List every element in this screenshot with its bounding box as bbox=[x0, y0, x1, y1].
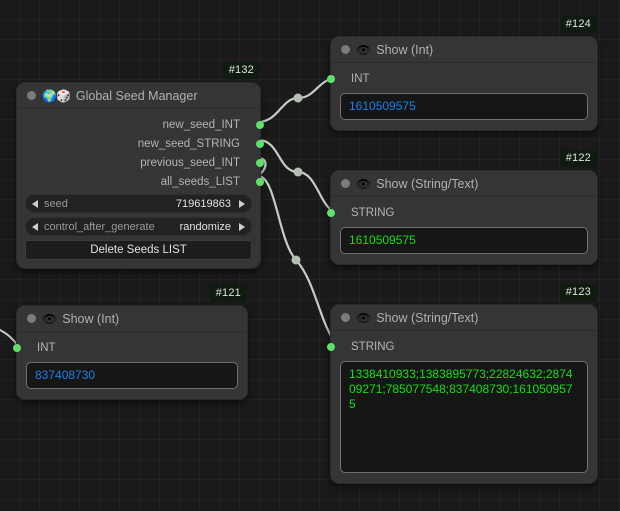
widget-seed[interactable]: seed 719619863 bbox=[25, 194, 252, 213]
node-id-badge: #123 bbox=[559, 284, 597, 301]
wire-midpoint-dot bbox=[293, 167, 303, 177]
node-title: Show (Int) bbox=[62, 311, 120, 326]
wire-new-seed-int bbox=[256, 76, 340, 124]
arrow-left-icon[interactable] bbox=[32, 199, 38, 208]
collapse-toggle-icon[interactable] bbox=[341, 313, 350, 322]
node-id-badge: #122 bbox=[559, 150, 597, 167]
node-show-string-122[interactable]: #122 👁 Show (String/Text) STRING 1610509… bbox=[327, 150, 598, 265]
node-show-string-123[interactable]: #123 👁 Show (String/Text) STRING 1338410… bbox=[327, 284, 598, 484]
wire-new-seed-string bbox=[256, 138, 340, 214]
port-label: all_seeds_LIST bbox=[160, 175, 240, 188]
globe-dice-icon: 🌍🎲 bbox=[42, 88, 71, 103]
node-body: new_seed_INT new_seed_STRING previous_se… bbox=[17, 109, 264, 268]
arrow-right-icon[interactable] bbox=[239, 199, 245, 208]
arrow-right-icon[interactable] bbox=[239, 222, 245, 231]
widget-label: control_after_generate bbox=[44, 220, 155, 233]
output-port-new-seed-int[interactable]: new_seed_INT bbox=[17, 115, 264, 134]
input-port-string[interactable]: STRING bbox=[327, 337, 597, 356]
port-dot-icon[interactable] bbox=[256, 139, 264, 148]
port-label: INT bbox=[351, 72, 370, 85]
port-label: new_seed_INT bbox=[162, 118, 240, 131]
collapse-toggle-icon[interactable] bbox=[341, 179, 350, 188]
value-display[interactable]: 1338410933;1383895773;22824632;287409271… bbox=[340, 361, 588, 473]
input-port-string[interactable]: STRING bbox=[327, 203, 597, 222]
input-port-int[interactable]: INT bbox=[327, 69, 597, 88]
node-header[interactable]: 👁 Show (Int) bbox=[17, 306, 247, 332]
wire-midpoint-dot bbox=[293, 93, 303, 103]
arrow-left-icon[interactable] bbox=[32, 222, 38, 231]
port-label: STRING bbox=[351, 340, 395, 353]
widget-control-after-generate[interactable]: control_after_generate randomize bbox=[25, 217, 252, 236]
value-display[interactable]: 837408730 bbox=[26, 362, 238, 389]
widget-value[interactable]: randomize bbox=[179, 220, 231, 233]
node-show-int-124[interactable]: #124 👁 Show (Int) INT 1610509575 bbox=[327, 16, 598, 131]
port-dot-icon[interactable] bbox=[327, 208, 335, 217]
input-port-int[interactable]: INT bbox=[13, 338, 247, 357]
port-dot-icon[interactable] bbox=[327, 74, 335, 83]
collapse-toggle-icon[interactable] bbox=[27, 91, 36, 100]
output-port-new-seed-string[interactable]: new_seed_STRING bbox=[17, 134, 264, 153]
eye-icon: 👁 bbox=[42, 311, 57, 326]
node-header[interactable]: 🌍🎲 Global Seed Manager bbox=[17, 83, 260, 109]
port-label: new_seed_STRING bbox=[137, 137, 240, 150]
node-id-badge: #121 bbox=[209, 285, 247, 302]
port-dot-icon[interactable] bbox=[13, 343, 21, 352]
node-id-badge: #132 bbox=[222, 62, 260, 79]
node-header[interactable]: 👁 Show (Int) bbox=[331, 37, 597, 63]
node-body: STRING 1610509575 bbox=[327, 197, 597, 264]
port-dot-icon[interactable] bbox=[256, 120, 264, 129]
port-dot-icon[interactable] bbox=[256, 177, 264, 186]
node-id-badge: #124 bbox=[559, 16, 597, 33]
node-header[interactable]: 👁 Show (String/Text) bbox=[331, 171, 597, 197]
output-port-all-seeds-list[interactable]: all_seeds_LIST bbox=[17, 172, 264, 191]
widget-value[interactable]: 719619863 bbox=[175, 197, 231, 210]
eye-icon: 👁 bbox=[356, 42, 371, 57]
node-header[interactable]: 👁 Show (String/Text) bbox=[331, 305, 597, 331]
eye-icon: 👁 bbox=[356, 176, 371, 191]
eye-icon: 👁 bbox=[356, 310, 371, 325]
port-dot-icon[interactable] bbox=[256, 158, 264, 167]
widget-label: seed bbox=[44, 197, 68, 210]
collapse-toggle-icon[interactable] bbox=[341, 45, 350, 54]
node-title: Global Seed Manager bbox=[75, 88, 198, 103]
node-title: Show (Int) bbox=[376, 42, 434, 57]
delete-seeds-list-button[interactable]: Delete Seeds LIST bbox=[25, 240, 252, 260]
port-dot-icon[interactable] bbox=[327, 342, 335, 351]
port-label: previous_seed_INT bbox=[140, 156, 240, 169]
node-body: INT 1610509575 bbox=[327, 63, 597, 130]
node-body: STRING 1338410933;1383895773;22824632;28… bbox=[327, 331, 597, 483]
port-label: INT bbox=[37, 341, 56, 354]
widget-list: seed 719619863 control_after_generate ra… bbox=[17, 191, 260, 260]
wire-midpoint-dot bbox=[291, 255, 301, 265]
port-label: STRING bbox=[351, 206, 395, 219]
node-global-seed-manager[interactable]: #132 🌍🎲 Global Seed Manager new_seed_INT… bbox=[16, 62, 264, 269]
node-title: Show (String/Text) bbox=[376, 310, 479, 325]
wire-all-seeds-list bbox=[256, 174, 340, 348]
collapse-toggle-icon[interactable] bbox=[27, 314, 36, 323]
value-display[interactable]: 1610509575 bbox=[340, 227, 588, 254]
node-body: INT 837408730 bbox=[13, 332, 247, 399]
output-port-previous-seed-int[interactable]: previous_seed_INT bbox=[17, 153, 264, 172]
node-title: Show (String/Text) bbox=[376, 176, 479, 191]
node-show-int-121[interactable]: #121 👁 Show (Int) INT 837408730 bbox=[13, 285, 248, 400]
value-display[interactable]: 1610509575 bbox=[340, 93, 588, 120]
